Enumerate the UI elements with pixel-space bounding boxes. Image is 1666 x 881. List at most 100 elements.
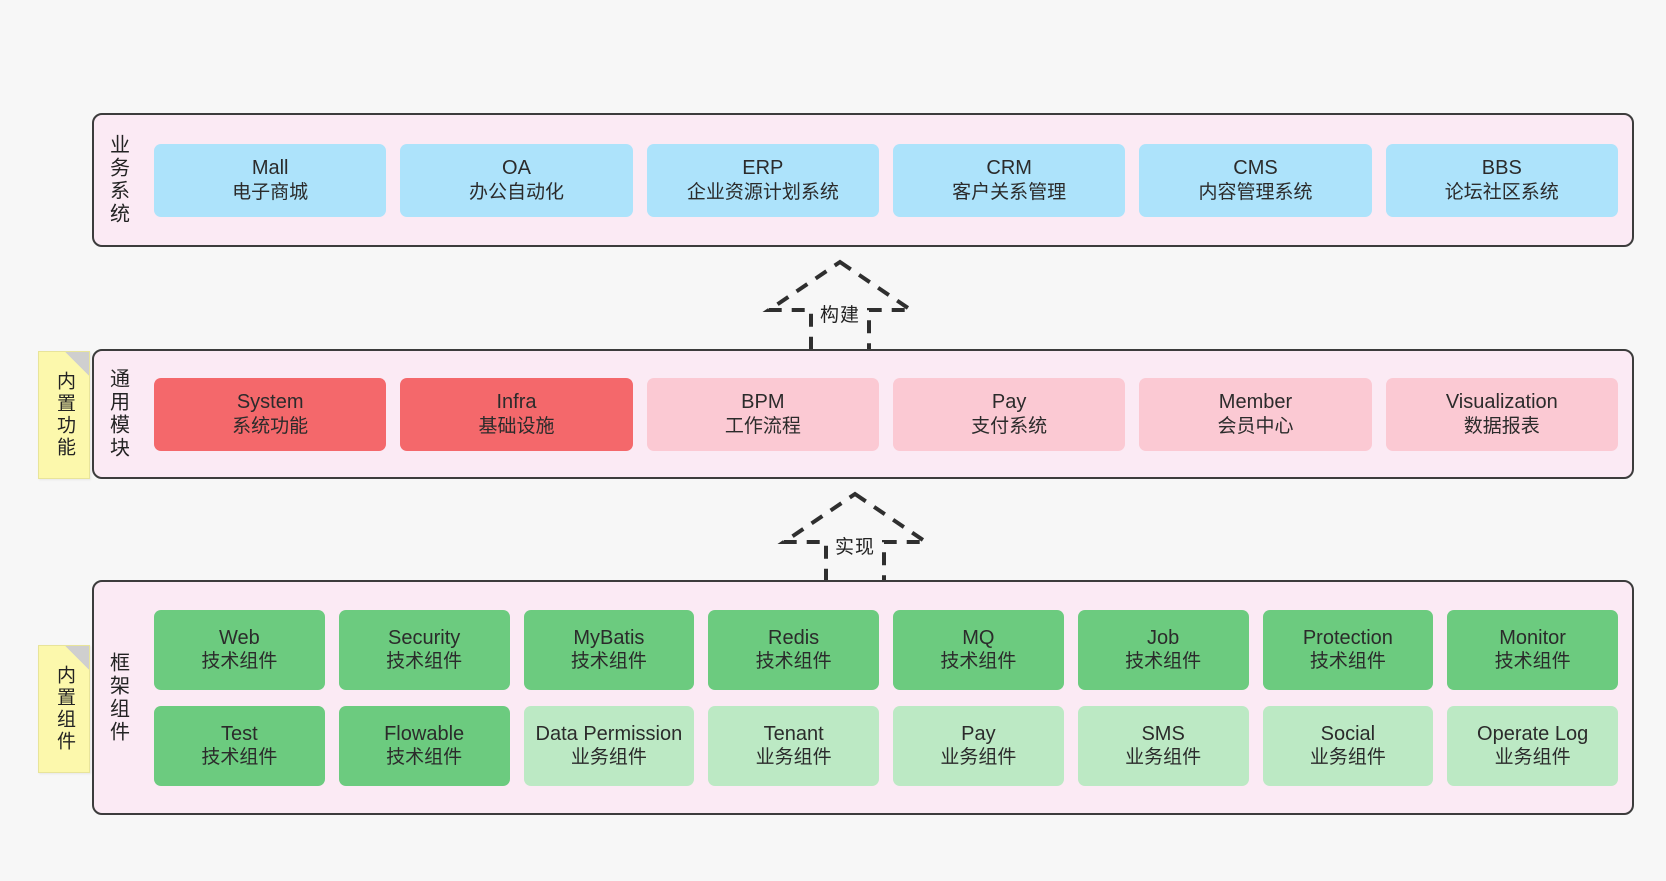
card-row: Mall 电子商城 OA 办公自动化 ERP 企业资源计划系统 CRM 客户关系… bbox=[154, 143, 1618, 217]
card-title: Social bbox=[1320, 722, 1376, 745]
card-cms[interactable]: CMS 内容管理系统 bbox=[1139, 143, 1372, 217]
layer-business-systems: 业务系统 Mall 电子商城 OA 办公自动化 ERP 企业资源计划系统 CRM… bbox=[92, 113, 1634, 247]
layer-framework-components: 框架组件 Web 技术组件 Security 技术组件 MyBatis 技术组件… bbox=[92, 580, 1634, 815]
layer-title-business: 业务系统 bbox=[106, 134, 129, 226]
layer-body-business: Mall 电子商城 OA 办公自动化 ERP 企业资源计划系统 CRM 客户关系… bbox=[140, 115, 1632, 245]
card-title: Security bbox=[388, 626, 461, 649]
card-security[interactable]: Security 技术组件 bbox=[338, 609, 510, 690]
card-subtitle: 客户关系管理 bbox=[952, 181, 1067, 203]
card-title: Operate Log bbox=[1477, 722, 1589, 745]
note-label: 内置功能 bbox=[53, 371, 75, 459]
card-row: Test 技术组件 Flowable 技术组件 Data Permission … bbox=[154, 705, 1618, 786]
layer-body-common: System 系统功能 Infra 基础设施 BPM 工作流程 Pay 支付系统… bbox=[140, 351, 1632, 477]
card-subtitle: 数据报表 bbox=[1463, 415, 1540, 437]
card-title: BBS bbox=[1481, 157, 1522, 180]
card-row: Web 技术组件 Security 技术组件 MyBatis 技术组件 Redi… bbox=[154, 609, 1618, 690]
card-subtitle: 业务组件 bbox=[940, 747, 1017, 769]
card-title: MQ bbox=[962, 626, 995, 649]
card-erp[interactable]: ERP 企业资源计划系统 bbox=[646, 143, 879, 217]
card-subtitle: 办公自动化 bbox=[468, 181, 564, 203]
card-bpm[interactable]: BPM 工作流程 bbox=[646, 377, 879, 451]
card-title: Job bbox=[1147, 626, 1180, 649]
note-builtin-component: 内置组件 bbox=[38, 645, 90, 773]
card-subtitle: 会员中心 bbox=[1217, 415, 1294, 437]
card-member[interactable]: Member 会员中心 bbox=[1139, 377, 1372, 451]
card-data-permission[interactable]: Data Permission 业务组件 bbox=[523, 705, 695, 786]
card-title: Data Permission bbox=[535, 722, 683, 745]
page-fold-icon bbox=[65, 646, 89, 670]
card-test[interactable]: Test 技术组件 bbox=[154, 705, 325, 786]
card-subtitle: 业务组件 bbox=[1125, 747, 1202, 769]
card-crm[interactable]: CRM 客户关系管理 bbox=[892, 143, 1126, 217]
card-protection[interactable]: Protection 技术组件 bbox=[1262, 609, 1434, 690]
dashed-hollow-arrow-icon bbox=[762, 259, 918, 354]
card-subtitle: 技术组件 bbox=[1125, 651, 1202, 673]
card-subtitle: 技术组件 bbox=[1309, 651, 1386, 673]
card-social[interactable]: Social 业务组件 bbox=[1262, 705, 1434, 786]
card-title: MyBatis bbox=[573, 626, 645, 649]
card-title: Monitor bbox=[1499, 626, 1566, 649]
card-pay[interactable]: Pay 支付系统 bbox=[892, 377, 1126, 451]
card-tenant[interactable]: Tenant 业务组件 bbox=[708, 705, 879, 786]
card-title: Pay bbox=[961, 722, 996, 745]
layer-title-common: 通用模块 bbox=[106, 368, 129, 460]
card-redis[interactable]: Redis 技术组件 bbox=[708, 609, 879, 690]
card-subtitle: 技术组件 bbox=[201, 651, 278, 673]
card-subtitle: 技术组件 bbox=[755, 651, 832, 673]
card-title: ERP bbox=[742, 157, 784, 180]
card-infra[interactable]: Infra 基础设施 bbox=[400, 377, 633, 451]
card-subtitle: 技术组件 bbox=[201, 747, 278, 769]
card-subtitle: 技术组件 bbox=[570, 651, 647, 673]
card-title: OA bbox=[502, 157, 531, 180]
card-bbs[interactable]: BBS 论坛社区系统 bbox=[1385, 143, 1618, 217]
card-monitor[interactable]: Monitor 技术组件 bbox=[1447, 609, 1618, 690]
card-mq[interactable]: MQ 技术组件 bbox=[893, 609, 1064, 690]
card-title: BPM bbox=[741, 391, 785, 414]
connector-implement: 实现 bbox=[777, 490, 933, 586]
note-label: 内置组件 bbox=[53, 665, 75, 753]
card-title: Test bbox=[221, 722, 258, 745]
card-mybatis[interactable]: MyBatis 技术组件 bbox=[523, 609, 695, 690]
layer-common-modules: 通用模块 System 系统功能 Infra 基础设施 BPM 工作流程 Pay… bbox=[92, 349, 1634, 479]
card-title: SMS bbox=[1141, 722, 1185, 745]
dashed-hollow-arrow-icon bbox=[777, 491, 933, 586]
card-subtitle: 技术组件 bbox=[386, 651, 463, 673]
card-visualization[interactable]: Visualization 数据报表 bbox=[1385, 377, 1618, 451]
card-title: Tenant bbox=[763, 722, 824, 745]
card-subtitle: 基础设施 bbox=[478, 415, 555, 437]
card-subtitle: 业务组件 bbox=[570, 747, 647, 769]
card-sms[interactable]: SMS 业务组件 bbox=[1077, 705, 1249, 786]
layer-title-framework: 框架组件 bbox=[106, 651, 129, 744]
card-title: Infra bbox=[496, 391, 537, 414]
page-fold-icon bbox=[65, 352, 89, 376]
card-title: Visualization bbox=[1445, 391, 1558, 414]
card-subtitle: 技术组件 bbox=[1494, 651, 1571, 673]
card-row: System 系统功能 Infra 基础设施 BPM 工作流程 Pay 支付系统… bbox=[154, 377, 1618, 451]
card-subtitle: 业务组件 bbox=[1494, 747, 1571, 769]
card-title: CMS bbox=[1233, 157, 1278, 180]
card-title: Redis bbox=[768, 626, 820, 649]
card-subtitle: 业务组件 bbox=[755, 747, 832, 769]
card-subtitle: 技术组件 bbox=[940, 651, 1017, 673]
connector-build: 构建 bbox=[762, 258, 918, 354]
card-job[interactable]: Job 技术组件 bbox=[1077, 609, 1249, 690]
card-title: System bbox=[236, 391, 304, 414]
card-title: Pay bbox=[991, 391, 1027, 414]
card-subtitle: 企业资源计划系统 bbox=[686, 181, 839, 203]
card-subtitle: 论坛社区系统 bbox=[1444, 181, 1559, 203]
card-pay-business[interactable]: Pay 业务组件 bbox=[893, 705, 1064, 786]
card-flowable[interactable]: Flowable 技术组件 bbox=[338, 705, 510, 786]
card-title: Mall bbox=[251, 157, 289, 180]
card-oa[interactable]: OA 办公自动化 bbox=[400, 143, 633, 217]
card-subtitle: 业务组件 bbox=[1309, 747, 1386, 769]
card-web[interactable]: Web 技术组件 bbox=[154, 609, 325, 690]
card-operate-log[interactable]: Operate Log 业务组件 bbox=[1447, 705, 1618, 786]
card-system[interactable]: System 系统功能 bbox=[154, 377, 387, 451]
card-title: Protection bbox=[1302, 626, 1393, 649]
card-mall[interactable]: Mall 电子商城 bbox=[154, 143, 387, 217]
card-subtitle: 技术组件 bbox=[386, 747, 463, 769]
card-title: CRM bbox=[986, 157, 1032, 180]
card-subtitle: 系统功能 bbox=[232, 415, 309, 437]
card-subtitle: 内容管理系统 bbox=[1198, 181, 1313, 203]
